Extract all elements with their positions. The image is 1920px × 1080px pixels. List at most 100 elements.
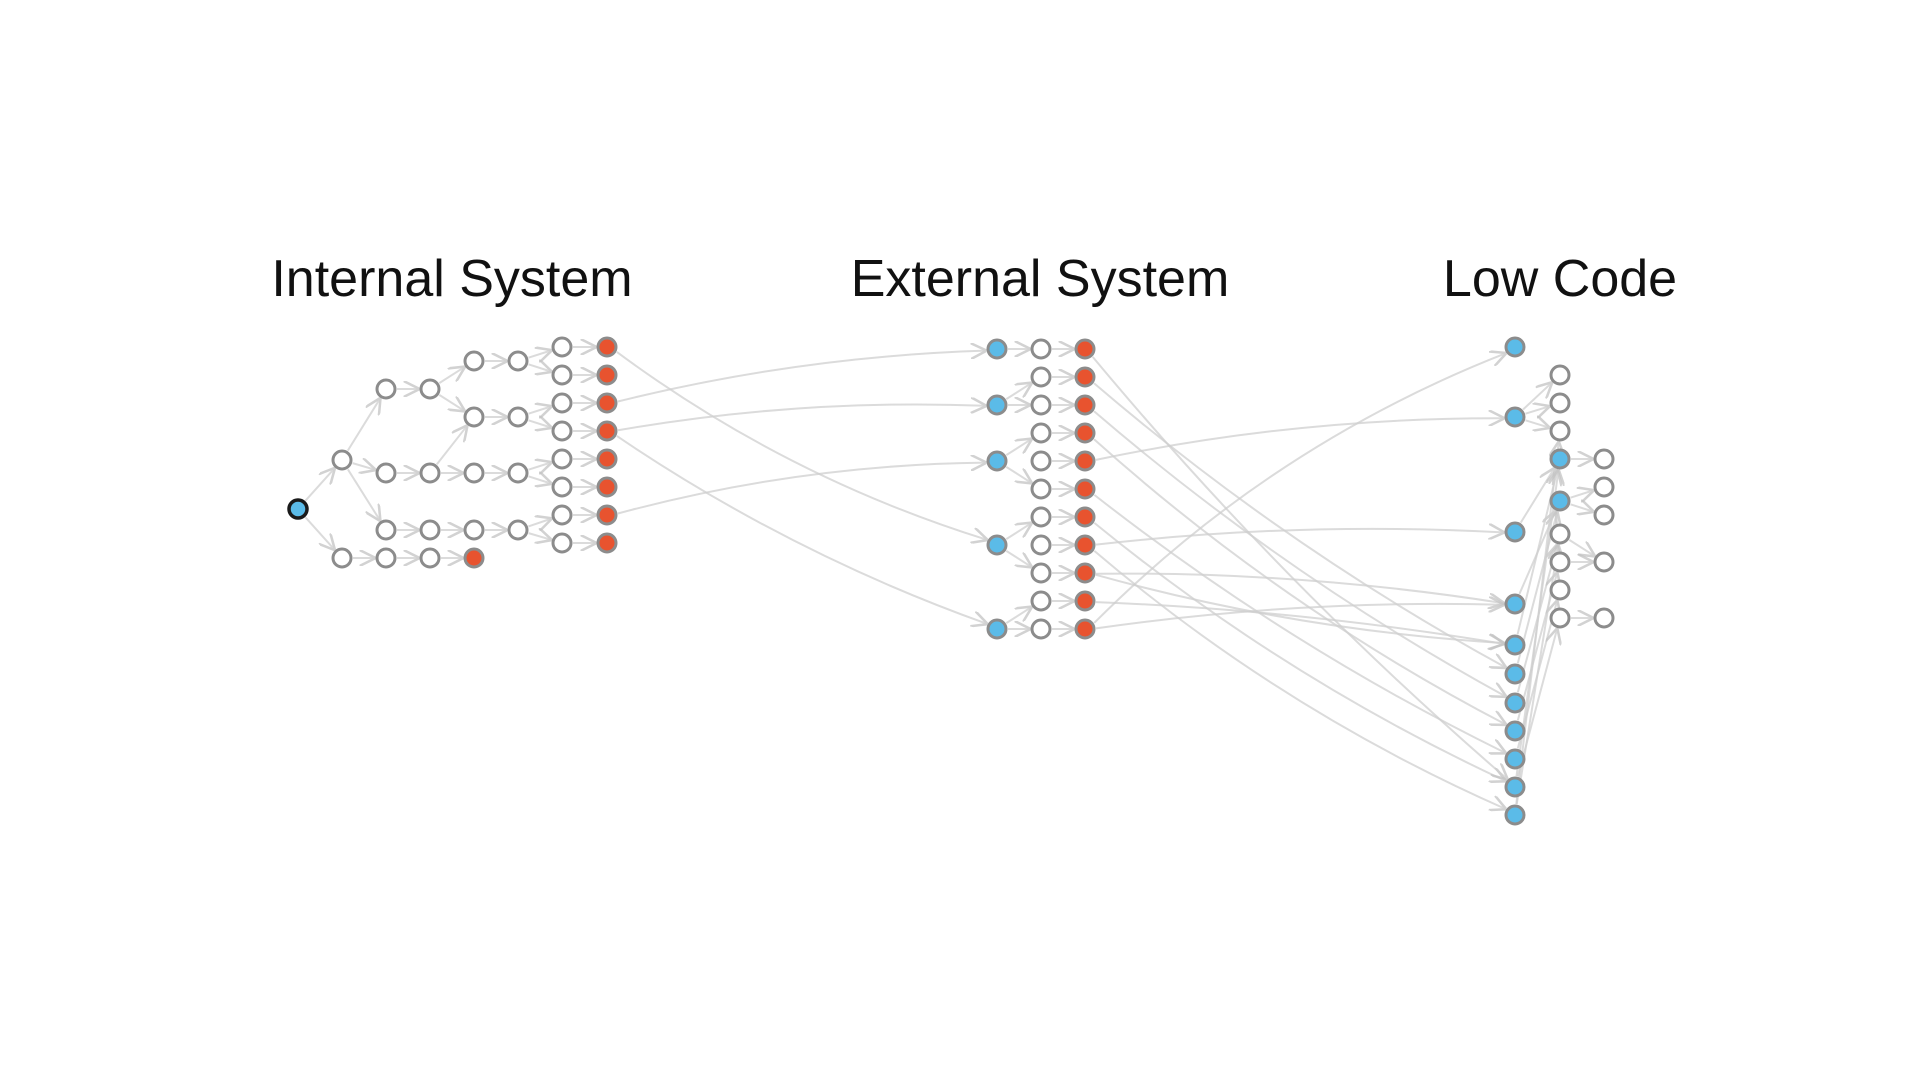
node-empty [507,350,529,372]
node-blue [986,394,1008,416]
edge-arrow [1005,550,1031,567]
node-blue [1504,663,1526,685]
node-empty [1549,579,1571,601]
edge-arrow [1095,604,1503,630]
node-blue [986,534,1008,556]
edges-layer [304,347,1594,809]
node-blue [986,618,1008,640]
edge-arrow [1093,438,1505,724]
edge-arrow [617,463,985,515]
edge-arrow [617,351,985,403]
node-empty [1030,506,1052,528]
node-empty [507,406,529,428]
node-red [1074,366,1096,388]
node-empty [375,378,397,400]
node-blue [1504,593,1526,615]
node-red [1074,478,1096,500]
node-empty [1030,422,1052,444]
node-red [1074,422,1096,444]
node-red [596,364,618,386]
edge-arrow [1522,383,1551,411]
edge-arrow [304,469,334,502]
edge-arrow [1095,529,1503,546]
node-red [596,532,618,554]
node-red [1074,506,1096,528]
node-empty [551,448,573,470]
node-empty [1030,338,1052,360]
edge-arrow [616,435,986,624]
node-empty [1549,392,1571,414]
node-red [596,504,618,526]
section-title-internal: Internal System [271,250,632,308]
node-red [596,448,618,470]
node-empty [507,519,529,541]
node-red [1074,534,1096,556]
edge-arrow [1093,410,1505,696]
node-blue [1549,490,1571,512]
node-empty [1593,448,1615,470]
edge-arrow [1519,469,1554,524]
node-red [596,336,618,358]
node-empty [419,519,441,541]
edge-arrow [438,367,464,384]
edge-arrow [528,519,550,527]
node-empty [1030,618,1052,640]
node-blue [1504,720,1526,742]
start-node [287,498,309,520]
node-empty [1030,478,1052,500]
node-empty [419,462,441,484]
node-blue [1504,776,1526,798]
edge-arrow [1568,539,1594,556]
node-empty [551,392,573,414]
edge-arrow [1005,439,1031,456]
edge-arrow [528,407,550,414]
node-blue [1504,634,1526,656]
node-blue [986,338,1008,360]
node-red [463,547,485,569]
node-red [1074,562,1096,584]
edge-arrow [616,351,986,540]
edge-arrow [346,399,380,452]
edge-arrow [347,468,380,520]
node-blue [1504,406,1526,428]
node-empty [1593,607,1615,629]
edge-arrow [1570,504,1592,511]
node-empty [1549,420,1571,442]
node-empty [1030,534,1052,556]
edge-arrow [436,426,467,465]
edge-arrow [1093,382,1505,667]
node-empty [375,547,397,569]
node-red [596,420,618,442]
edge-arrow [1525,407,1549,414]
node-red [1074,590,1096,612]
node-empty [1593,504,1615,526]
edge-arrow [1095,572,1503,604]
node-empty [551,420,573,442]
node-blue [1504,748,1526,770]
node-empty [1593,476,1615,498]
node-blue [986,450,1008,472]
node-red [1074,618,1096,640]
edge-arrow [1093,522,1505,781]
node-blue [1504,336,1526,358]
node-empty [463,519,485,541]
node-blue [1549,448,1571,470]
edge-arrow [1005,523,1031,540]
nodes-layer [287,336,1615,826]
node-empty [1593,551,1615,573]
node-empty [551,364,573,386]
node-blue [1504,692,1526,714]
node-empty [1030,366,1052,388]
edge-arrow [1525,420,1549,427]
node-empty [1030,590,1052,612]
node-blue [1504,804,1526,826]
node-red [596,392,618,414]
node-empty [419,378,441,400]
node-empty [1030,562,1052,584]
edge-arrow [528,533,551,539]
node-empty [419,547,441,569]
edge-arrow [1093,494,1505,753]
edge-arrow [528,463,550,470]
node-empty [463,406,485,428]
edge-arrow [352,463,375,469]
